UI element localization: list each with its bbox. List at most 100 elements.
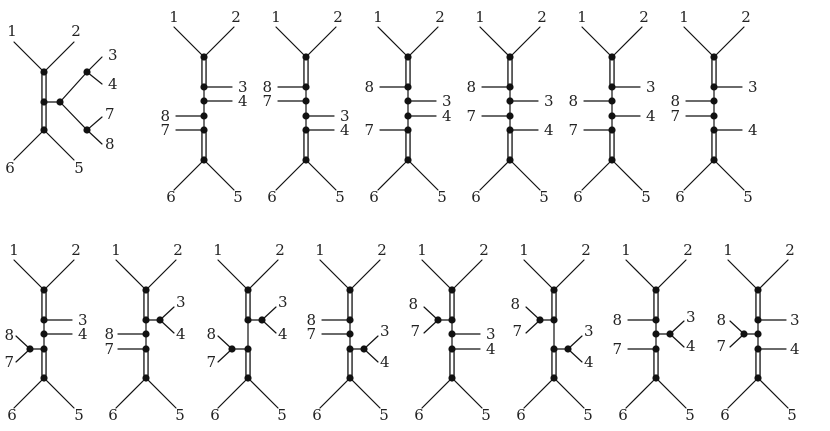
leg-label-8: 8 bbox=[408, 295, 418, 313]
leg-label-6: 6 bbox=[720, 406, 730, 424]
vertex bbox=[448, 286, 456, 294]
leg-label-3: 3 bbox=[486, 325, 496, 343]
leg-label-6: 6 bbox=[573, 188, 583, 206]
vertex bbox=[608, 83, 616, 91]
leg-label-2: 2 bbox=[275, 241, 285, 259]
leg-label-4: 4 bbox=[176, 325, 186, 343]
vertex bbox=[608, 126, 616, 134]
leg-label-1: 1 bbox=[475, 8, 485, 26]
leg-label-5: 5 bbox=[233, 188, 243, 206]
leg-label-8: 8 bbox=[670, 92, 680, 110]
leg-label-4: 4 bbox=[108, 75, 118, 93]
leg-label-7: 7 bbox=[105, 105, 115, 123]
line bbox=[59, 101, 88, 131]
vertex bbox=[608, 156, 616, 164]
vertex bbox=[404, 53, 412, 61]
leg-label-2: 2 bbox=[683, 241, 693, 259]
leg-label-8: 8 bbox=[105, 135, 115, 153]
vertex bbox=[56, 98, 64, 106]
leg-label-1: 1 bbox=[111, 241, 121, 259]
leg-label-8: 8 bbox=[568, 92, 578, 110]
leg-label-3: 3 bbox=[78, 311, 88, 329]
leg-label-5: 5 bbox=[277, 406, 287, 424]
leg-label-4: 4 bbox=[442, 107, 452, 125]
vertex bbox=[40, 286, 48, 294]
line bbox=[43, 41, 75, 73]
leg-label-7: 7 bbox=[466, 107, 476, 125]
leg-label-7: 7 bbox=[206, 353, 216, 371]
external-leg-2 bbox=[407, 26, 439, 58]
leg-label-4: 4 bbox=[686, 337, 696, 355]
external-leg-2 bbox=[757, 259, 789, 291]
leg-label-4: 4 bbox=[278, 325, 288, 343]
external-leg-1 bbox=[319, 259, 351, 291]
external-leg-2 bbox=[611, 26, 643, 58]
leg-label-2: 2 bbox=[581, 241, 591, 259]
vertex bbox=[346, 286, 354, 294]
line bbox=[59, 71, 88, 103]
leg-label-6: 6 bbox=[210, 406, 220, 424]
vertex bbox=[244, 345, 252, 353]
leg-label-6: 6 bbox=[369, 188, 379, 206]
leg-label-7: 7 bbox=[160, 121, 170, 139]
vertex bbox=[40, 345, 48, 353]
vertex bbox=[564, 345, 572, 353]
line bbox=[43, 129, 75, 161]
vertex bbox=[404, 126, 412, 134]
external-leg-2 bbox=[305, 26, 337, 58]
vertex bbox=[754, 374, 762, 382]
line bbox=[13, 129, 45, 161]
external-leg-2 bbox=[203, 26, 235, 58]
leg-label-3: 3 bbox=[790, 311, 800, 329]
leg-label-3: 3 bbox=[340, 107, 350, 125]
leg-label-1: 1 bbox=[679, 8, 689, 26]
leg-label-4: 4 bbox=[748, 121, 758, 139]
leg-label-3: 3 bbox=[380, 322, 390, 340]
vertex bbox=[550, 345, 558, 353]
vertex bbox=[302, 97, 310, 105]
leg-label-6: 6 bbox=[108, 406, 118, 424]
vertex bbox=[550, 316, 558, 324]
vertex bbox=[448, 316, 456, 324]
leg-label-6: 6 bbox=[312, 406, 322, 424]
vertex bbox=[244, 316, 252, 324]
leg-label-8: 8 bbox=[466, 78, 476, 96]
leg-label-6: 6 bbox=[166, 188, 176, 206]
external-leg-6 bbox=[581, 159, 613, 191]
external-leg-5 bbox=[145, 377, 177, 409]
vertex bbox=[40, 68, 48, 76]
external-leg-2 bbox=[451, 259, 483, 291]
leg-label-5: 5 bbox=[437, 188, 447, 206]
external-leg-6 bbox=[479, 159, 511, 191]
leg-label-1: 1 bbox=[271, 8, 281, 26]
vertex bbox=[40, 330, 48, 338]
vertex bbox=[346, 374, 354, 382]
vertex bbox=[40, 316, 48, 324]
leg-label-2: 2 bbox=[173, 241, 183, 259]
leg-label-4: 4 bbox=[584, 353, 594, 371]
vertex bbox=[156, 316, 164, 324]
leg-label-1: 1 bbox=[169, 8, 179, 26]
leg-label-8: 8 bbox=[364, 78, 374, 96]
leg-label-2: 2 bbox=[71, 22, 81, 40]
external-leg-5 bbox=[451, 377, 483, 409]
external-leg-5 bbox=[713, 159, 745, 191]
external-leg-1 bbox=[275, 26, 307, 58]
external-leg-5 bbox=[43, 377, 75, 409]
external-leg-5 bbox=[305, 159, 337, 191]
leg-label-4: 4 bbox=[78, 325, 88, 343]
leg-label-1: 1 bbox=[417, 241, 427, 259]
vertex bbox=[142, 330, 150, 338]
external-leg-5 bbox=[655, 377, 687, 409]
vertex bbox=[83, 126, 91, 134]
vertex bbox=[142, 345, 150, 353]
leg-label-2: 2 bbox=[479, 241, 489, 259]
leg-label-1: 1 bbox=[315, 241, 325, 259]
leg-label-3: 3 bbox=[646, 78, 656, 96]
